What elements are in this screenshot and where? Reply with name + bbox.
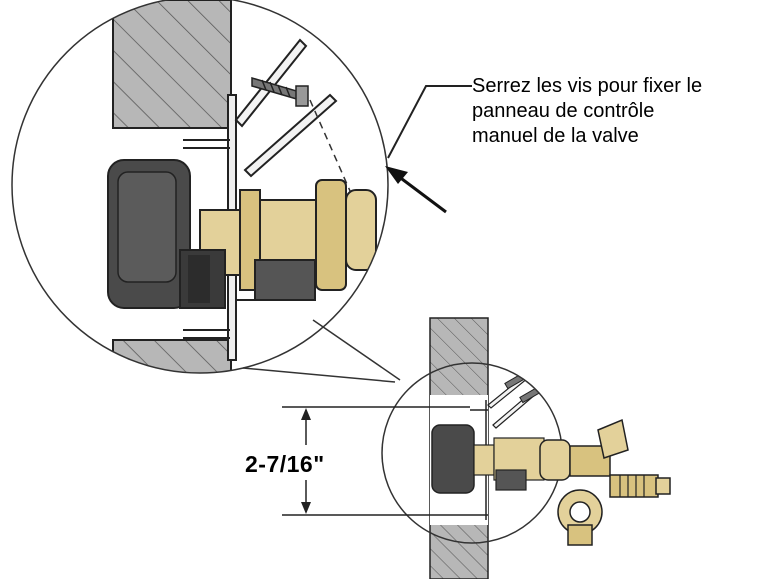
wall-lower	[112, 339, 232, 373]
dimension-label: 2-7/16"	[245, 451, 325, 477]
callout-leader	[385, 85, 472, 214]
arrow-shaft	[397, 174, 447, 214]
dimension-marker	[282, 406, 470, 516]
callout-line-3: manuel de la valve	[472, 125, 639, 147]
screw-upper	[251, 77, 309, 107]
callout-line-1: Serrez les vis pour fixer le	[472, 75, 703, 97]
valve-body	[199, 179, 377, 301]
magnifier-circle-large	[11, 0, 389, 374]
magnified-view	[11, 0, 389, 374]
valve-knob	[107, 159, 226, 309]
arrow-head	[385, 166, 408, 184]
callout-text: Serrez les vis pour fixer le panneau de …	[472, 74, 777, 149]
valve-outlet	[539, 418, 671, 546]
callout-line-2: panneau de contrôle	[472, 100, 655, 122]
overview-view	[381, 317, 671, 579]
wall-upper	[112, 0, 232, 129]
